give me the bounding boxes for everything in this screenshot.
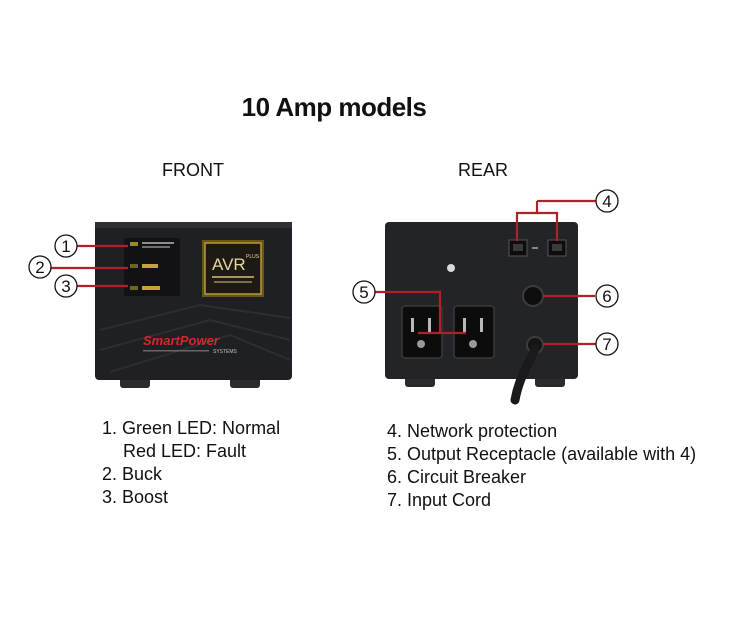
- legend-item: 1. Green LED: Normal: [102, 418, 281, 438]
- legend-item: 6. Circuit Breaker: [387, 467, 527, 487]
- legend-item: 5. Output Receptacle (available with 4): [387, 444, 697, 464]
- rear-device: [385, 222, 578, 405]
- rear-legend: 4. Network protection 5. Output Receptac…: [387, 420, 696, 512]
- callout-circle: [54, 274, 78, 298]
- legend-item: 3. Boost: [102, 487, 169, 507]
- input-cord: [510, 344, 540, 405]
- front-leader-lines: [51, 244, 128, 288]
- page-title: 10 Amp models: [241, 92, 427, 122]
- callout-4: 4: [595, 189, 619, 213]
- rear-leader-lines: [375, 199, 596, 346]
- callout-circle: [352, 280, 376, 304]
- legend-item: 4. Network protection: [387, 421, 558, 441]
- callout-number: 5: [359, 283, 368, 302]
- callout-circle: [595, 284, 619, 308]
- callout-3: 3: [54, 274, 78, 298]
- callout-number: 7: [602, 335, 611, 354]
- front-label: FRONT: [162, 160, 224, 180]
- front-legend: 1. Green LED: Normal Red LED: Fault 2. B…: [102, 417, 280, 509]
- led-buck: [130, 264, 138, 268]
- avr-logo-text: AVR: [212, 255, 246, 274]
- legend-item: 2. Buck: [102, 464, 163, 484]
- callout-2: 2: [28, 255, 52, 279]
- rear-label: REAR: [458, 160, 509, 180]
- callout-1: 1: [54, 234, 78, 258]
- screw: [447, 264, 455, 272]
- legend-item: 7. Input Cord: [387, 490, 492, 510]
- callout-number: 2: [35, 258, 44, 277]
- callout-number: 4: [602, 192, 611, 211]
- callout-7: 7: [595, 332, 619, 356]
- legend-item: Red LED: Fault: [123, 441, 247, 461]
- callout-number: 6: [602, 287, 611, 306]
- callout-circle: [595, 189, 619, 213]
- led-boost: [130, 286, 138, 290]
- callout-circle: [54, 234, 78, 258]
- callout-5: 5: [352, 280, 376, 304]
- svg-text:SYSTEMS: SYSTEMS: [213, 349, 238, 355]
- brand-logo: SmartPower: [143, 333, 220, 348]
- callout-circle: [595, 332, 619, 356]
- callout-number: 1: [61, 237, 70, 256]
- svg-text:PLUS: PLUS: [246, 254, 260, 260]
- callout-circle: [28, 255, 52, 279]
- circuit-breaker: [522, 285, 544, 307]
- front-device: AVR PLUS SmartPower SYSTEMS: [95, 222, 292, 388]
- callout-number: 3: [61, 277, 70, 296]
- led-normal-fault: [130, 242, 138, 246]
- callout-6: 6: [595, 284, 619, 308]
